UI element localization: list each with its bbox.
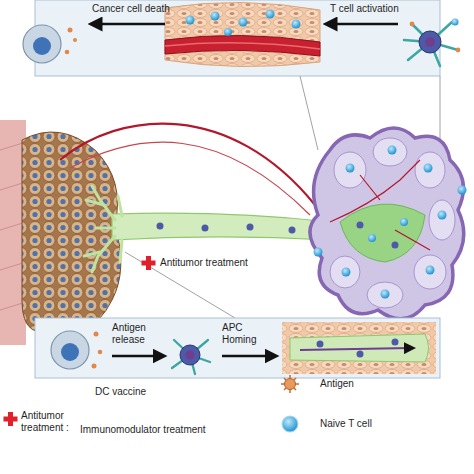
annotation-label: DC vaccine — [95, 386, 175, 398]
annotation-label: Antigen release — [112, 322, 160, 346]
legend-text: Naive T cell — [320, 418, 400, 430]
annotation-label: T cell activation — [330, 3, 410, 15]
treatment-cross — [142, 256, 156, 270]
lymph-node — [310, 128, 467, 319]
lymphatic-vessel — [84, 186, 330, 272]
legend-text: Antigen — [320, 378, 400, 390]
antigen-symbol — [281, 375, 299, 393]
annotation-label: Cancer cell death — [92, 3, 172, 15]
annotation-label: APC Homing — [222, 322, 270, 346]
legend-cross — [4, 412, 18, 426]
t-cell-symbol — [282, 416, 298, 432]
bottom-inset — [35, 318, 440, 378]
legend-text: Antitumor treatment : — [21, 410, 76, 434]
annotation-label: Antitumor treatment — [160, 257, 270, 269]
annotation-label: Immunomodulator treatment — [80, 424, 230, 436]
top-inset — [23, 0, 460, 76]
